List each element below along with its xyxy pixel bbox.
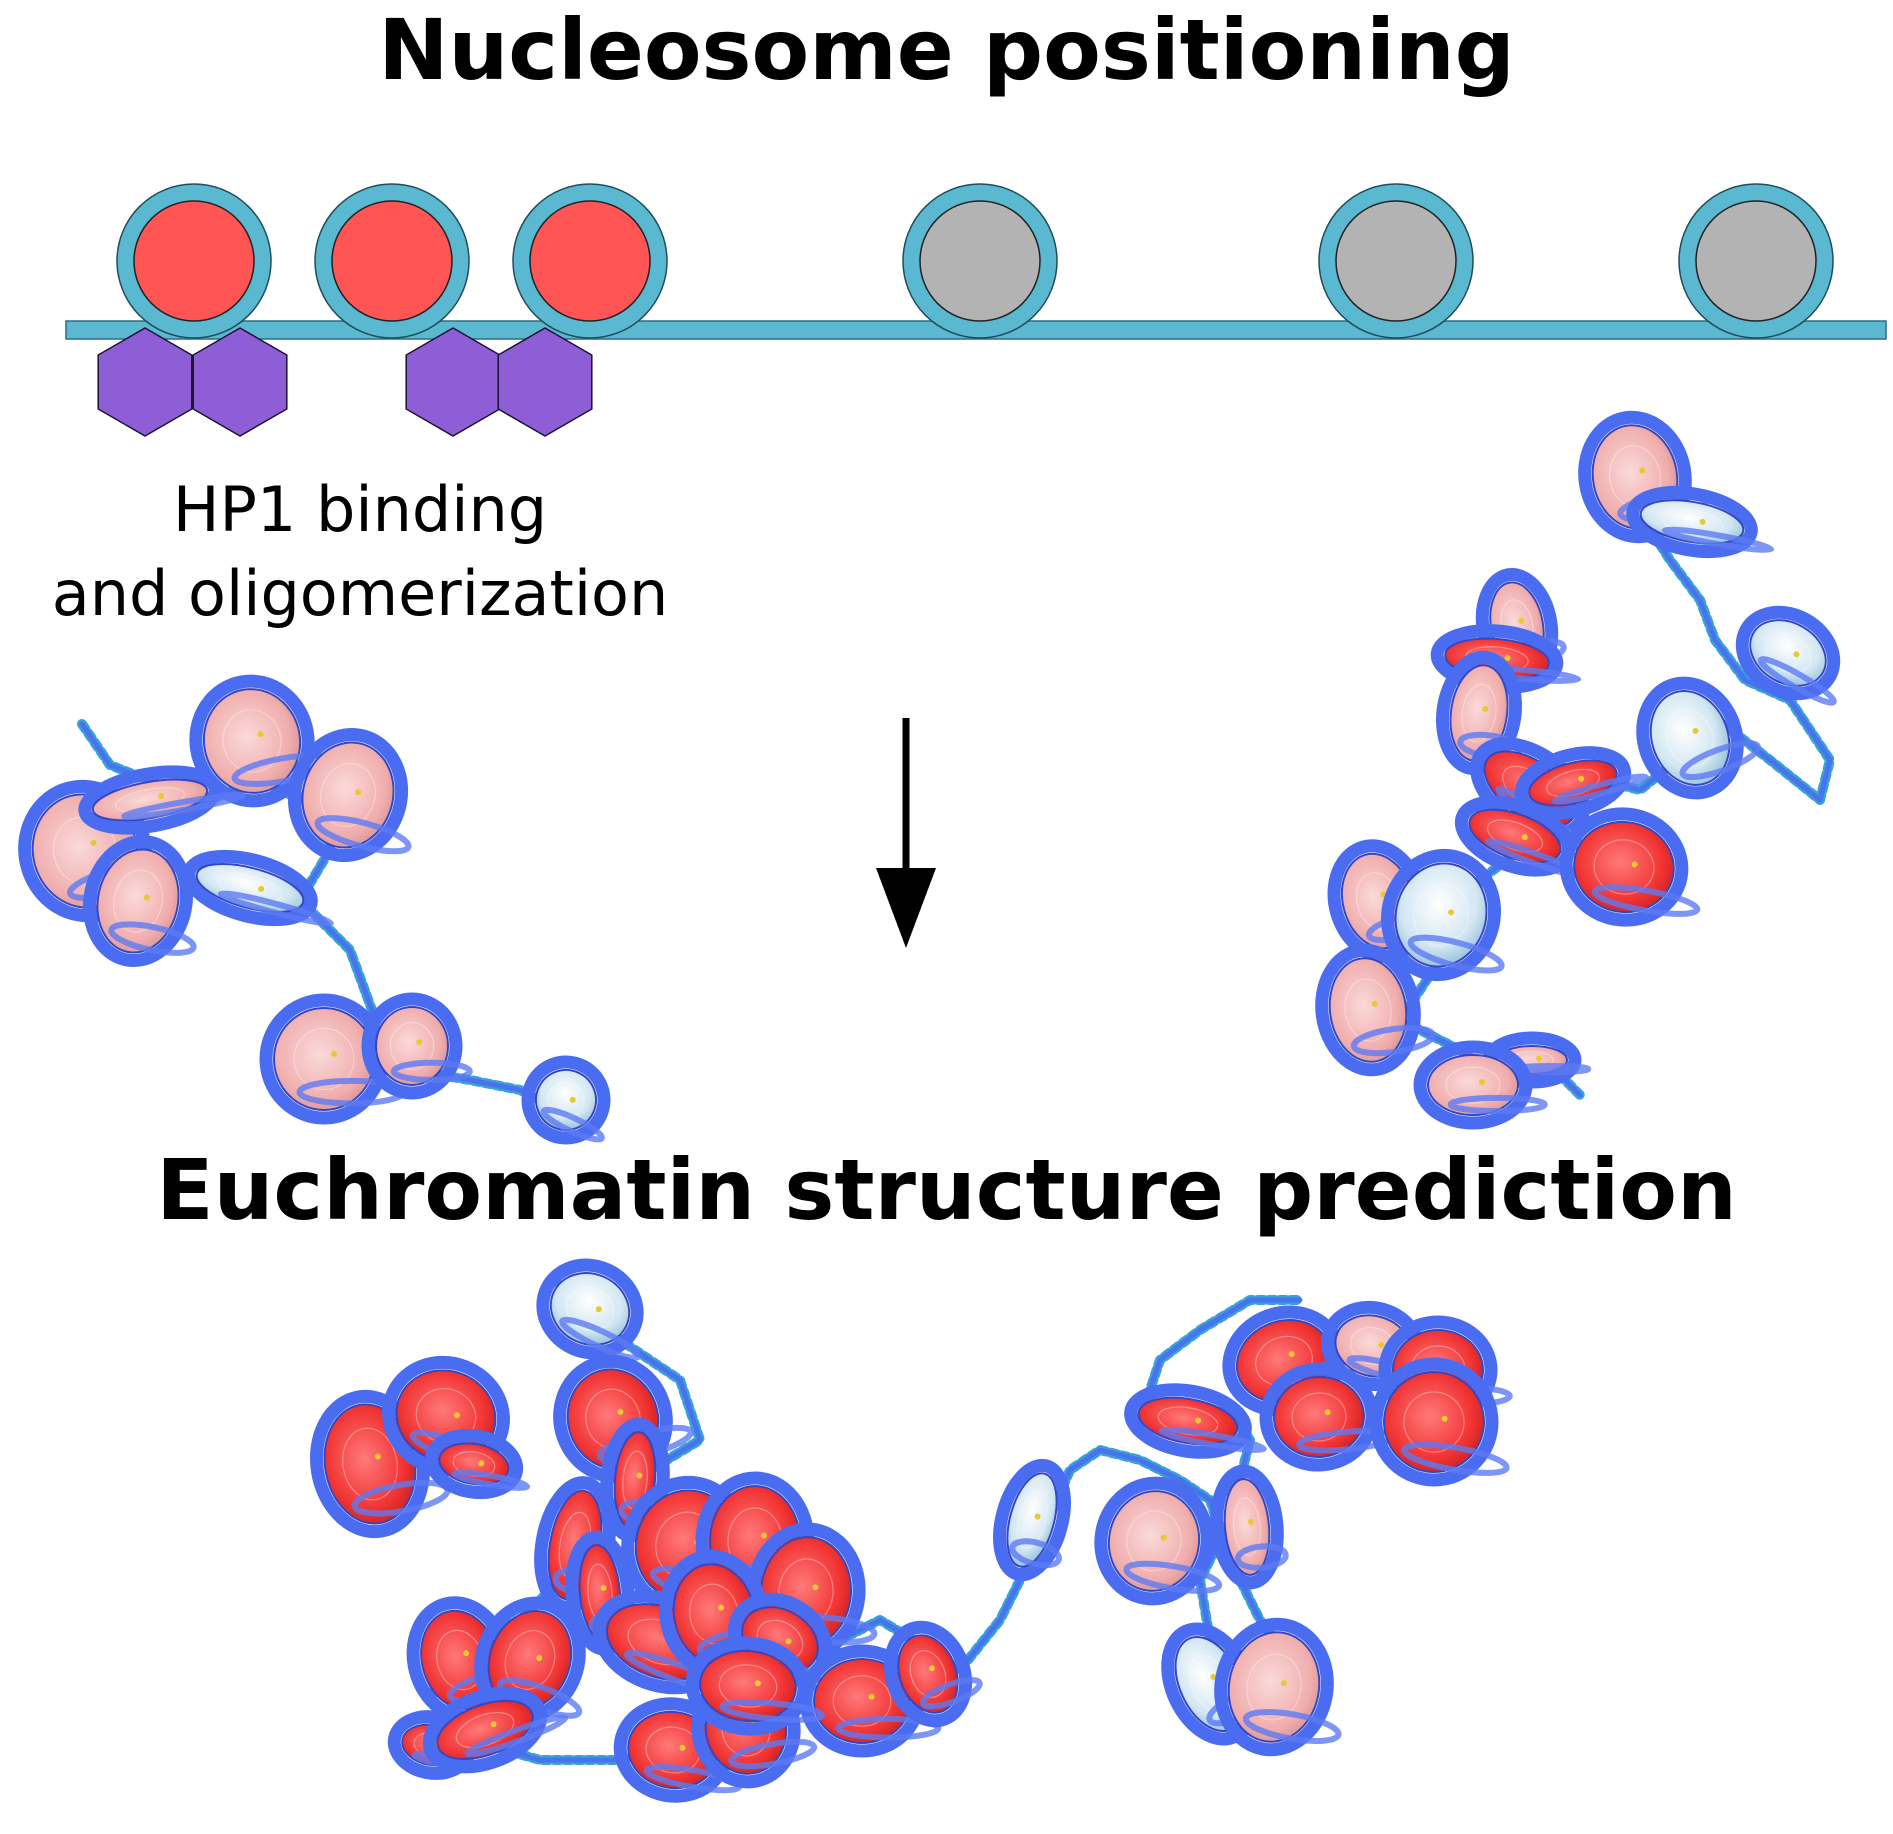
nucleosome-disc xyxy=(1559,807,1701,927)
nucleosome-disc xyxy=(1436,650,1523,776)
nucleosome-disc xyxy=(521,1055,611,1145)
hp1-hexagon xyxy=(497,327,593,437)
nucleosome-heterochromatin xyxy=(116,183,272,339)
hp1-annotation: HP1 binding and oligomerization xyxy=(0,468,720,636)
nucleosome-disc xyxy=(883,1620,983,1728)
nucleosome-disc xyxy=(1094,1476,1223,1606)
chromatin-fiber-bottom xyxy=(309,1258,1513,1803)
hp1-dimer xyxy=(97,327,288,437)
nucleosome-disc xyxy=(1315,943,1437,1077)
nucleosome-heterochromatin xyxy=(512,183,668,339)
nucleosome-row xyxy=(116,183,1834,339)
nucleosome-disc xyxy=(1369,1357,1510,1487)
nucleosome-disc xyxy=(1124,1383,1267,1459)
nucleosome-disc xyxy=(424,1428,531,1500)
nucleosome-disc xyxy=(1413,1040,1548,1130)
nucleosome-disc xyxy=(685,1636,826,1736)
nucleosome-disc xyxy=(422,1686,569,1774)
nucleosome-disc xyxy=(361,992,473,1100)
nucleosome-disc xyxy=(78,765,246,835)
linear-chromatin-schematic xyxy=(65,183,1887,437)
chromatin-fiber-top-right xyxy=(1315,410,1841,1130)
nucleosome-euchromatin xyxy=(902,183,1058,339)
hp1-annotation-line1: HP1 binding xyxy=(172,473,548,546)
nucleosome-disc xyxy=(1214,1617,1342,1757)
nucleosome-disc xyxy=(1514,746,1649,820)
nucleosome-disc xyxy=(536,1258,644,1361)
hp1-protein-group xyxy=(97,327,593,437)
hp1-hexagon xyxy=(192,327,288,437)
chromatin-fiber-top-left xyxy=(18,674,611,1145)
nucleosome-euchromatin xyxy=(1318,183,1474,339)
nucleosome-euchromatin xyxy=(1678,183,1834,339)
hp1-annotation-line2: and oligomerization xyxy=(51,557,669,630)
hp1-hexagon xyxy=(97,327,193,437)
title-nucleosome-positioning: Nucleosome positioning xyxy=(378,1,1515,99)
nucleosome-heterochromatin xyxy=(314,183,470,339)
title-euchromatin-structure-prediction: Euchromatin structure prediction xyxy=(156,1141,1737,1239)
nucleosome-disc xyxy=(993,1458,1071,1582)
nucleosome-disc xyxy=(189,674,337,808)
nucleosome-disc xyxy=(82,834,197,968)
hp1-dimer xyxy=(405,327,593,437)
nucleosome-disc xyxy=(1636,676,1762,800)
down-arrow-icon xyxy=(876,718,936,948)
nucleosome-disc xyxy=(1626,486,1775,558)
nucleosome-disc xyxy=(1735,605,1841,706)
nucleosome-disc xyxy=(1210,1464,1289,1590)
nucleosome-disc xyxy=(1381,848,1505,982)
nucleosome-disc xyxy=(182,849,334,927)
hp1-hexagon xyxy=(405,327,501,437)
